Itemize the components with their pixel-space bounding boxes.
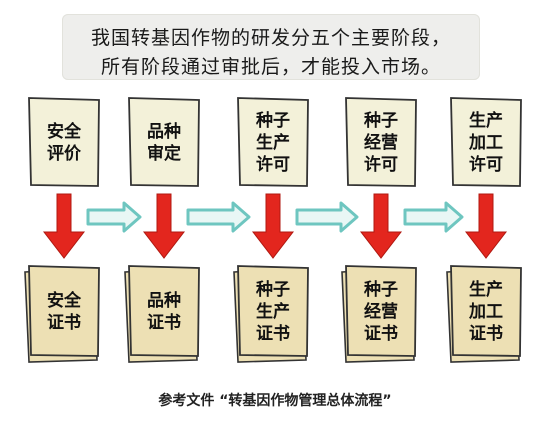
stage-document-label: 安全 [47, 121, 82, 142]
stage-document-label: 许可 [469, 154, 503, 175]
process-arrow [86, 201, 142, 233]
reference-note: 参考文件 “转基因作物管理总体流程” [158, 393, 392, 409]
stage-document-label: 许可 [364, 154, 398, 175]
stage-document-label: 审定 [147, 143, 181, 164]
certificate-document-sheet [345, 265, 417, 357]
down-arrow [42, 193, 86, 259]
certificate-document-sheet [237, 265, 309, 357]
process-arrow [186, 201, 251, 233]
certificate-document-label: 品种 [147, 290, 181, 311]
certificate-document-label: 安全 [47, 290, 82, 311]
certificate-document-label: 生产 [469, 279, 503, 300]
certificate-document-label: 证书 [47, 313, 81, 333]
down-arrow [464, 193, 508, 259]
certificate-document-sheet [28, 265, 100, 357]
stage-document-sheet [28, 97, 100, 187]
certificate-document-label: 证书 [469, 324, 503, 344]
stage-document-sheet [450, 97, 522, 187]
stage-document-sheet [128, 97, 200, 187]
process-arrow [295, 201, 359, 233]
certificate-document-label: 加工 [468, 302, 503, 322]
stage-document-label: 评价 [47, 144, 82, 164]
stage-document-label: 加工 [468, 133, 503, 153]
process-arrow [403, 201, 464, 233]
certificate-document-label: 证书 [256, 324, 290, 344]
down-arrow [142, 193, 186, 259]
certificate-document-label: 证书 [364, 324, 398, 344]
stage-document-label: 生产 [256, 132, 290, 153]
stage-document-label: 生产 [469, 110, 503, 131]
certificate-document-label: 种子 [255, 279, 290, 300]
stage-document-label: 种子 [363, 110, 398, 131]
header-line-2: 所有阶段通过审批后，才能投入市场。 [100, 56, 441, 78]
certificate-document-label: 经营 [364, 301, 398, 322]
down-arrow [251, 193, 295, 259]
header-banner: 我国转基因作物的研发分五个主要阶段， 所有阶段通过审批后，才能投入市场。 [62, 14, 480, 80]
stage-document-label: 经营 [364, 132, 398, 153]
header-line-1: 我国转基因作物的研发分五个主要阶段， [90, 27, 451, 49]
down-arrow [359, 193, 403, 259]
certificate-document-label: 证书 [147, 313, 181, 333]
stage-document-label: 许可 [256, 154, 290, 175]
certificate-document-label: 种子 [363, 279, 398, 300]
certificate-document-sheet [128, 265, 200, 357]
certificate-document-label: 生产 [256, 301, 290, 322]
stage-document-sheet [237, 97, 309, 187]
stage-document-label: 品种 [147, 121, 181, 142]
stage-document-label: 种子 [255, 110, 290, 131]
certificate-document-sheet [450, 265, 522, 357]
stage-document-sheet [345, 97, 417, 187]
